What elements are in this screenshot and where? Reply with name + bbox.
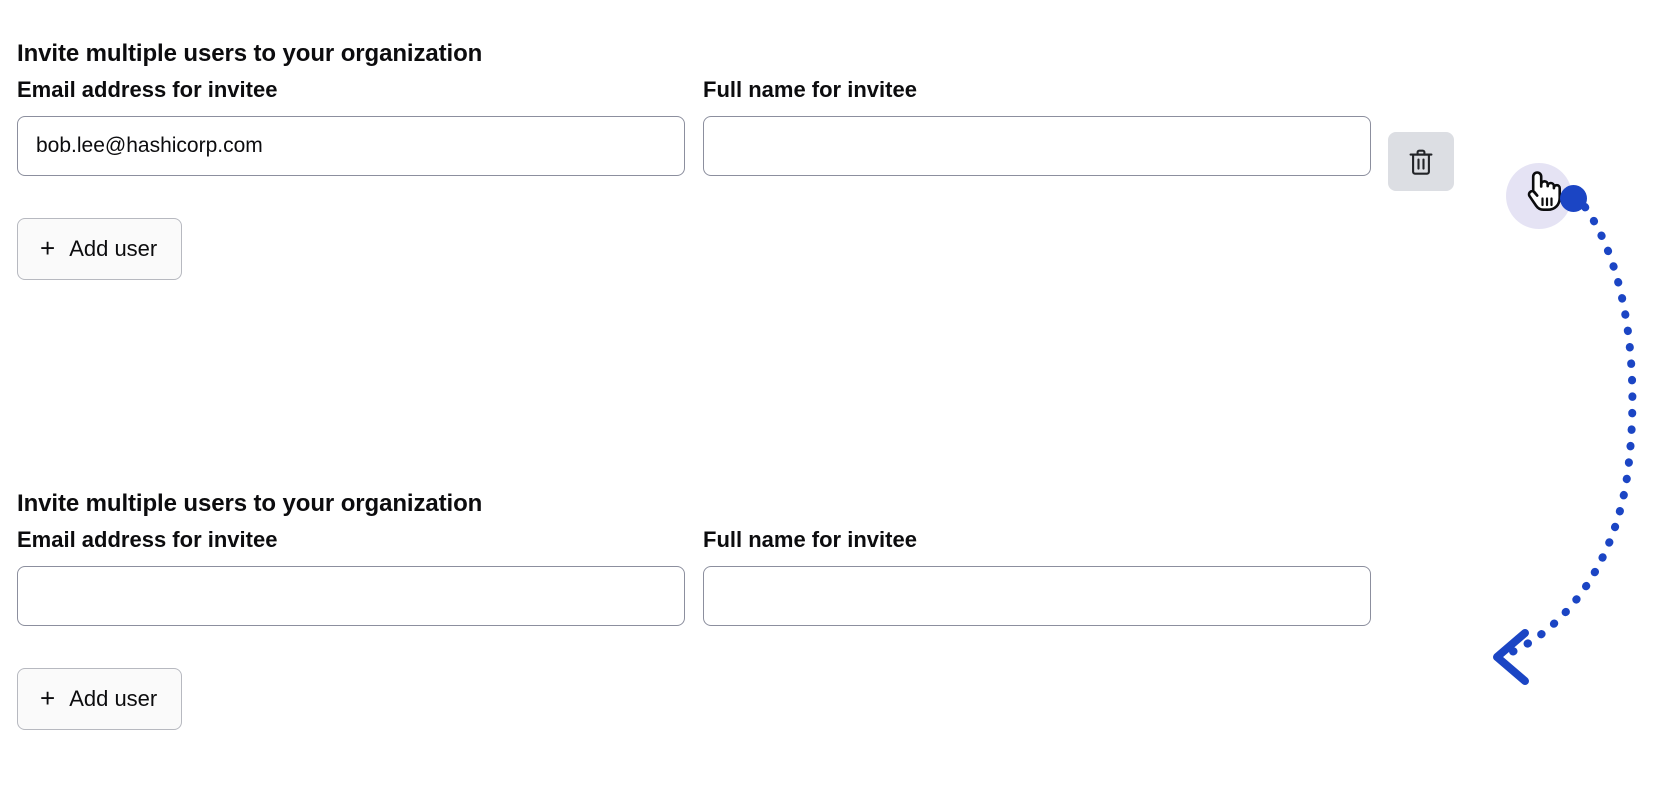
fullname-field-group-2: Full name for invitee bbox=[703, 526, 1371, 626]
email-field-label: Email address for invitee bbox=[17, 77, 278, 102]
fullname-field-group-1: Full name for invitee bbox=[703, 76, 1371, 176]
plus-icon: + bbox=[40, 683, 56, 713]
add-user-button-2[interactable]: + Add user bbox=[17, 668, 183, 730]
email-field-group-1: Email address for invitee bbox=[17, 76, 685, 176]
trash-icon bbox=[1408, 148, 1434, 176]
add-user-button-1[interactable]: + Add user bbox=[17, 218, 183, 280]
add-user-button-label-2: Add user bbox=[69, 686, 158, 711]
page-title: Invite multiple users to your organizati… bbox=[17, 39, 483, 67]
email-field-label-2: Email address for invitee bbox=[17, 527, 278, 552]
delete-invitee-button[interactable] bbox=[1388, 132, 1454, 191]
plus-icon: + bbox=[40, 233, 56, 263]
fullname-field-label: Full name for invitee bbox=[703, 77, 917, 102]
add-user-button-label: Add user bbox=[69, 236, 158, 261]
page-title-2: Invite multiple users to your organizati… bbox=[17, 489, 483, 517]
email-input-1[interactable] bbox=[17, 116, 685, 176]
fullname-input-2[interactable] bbox=[703, 566, 1371, 626]
email-input-2[interactable] bbox=[17, 566, 685, 626]
email-field-group-2: Email address for invitee bbox=[17, 526, 685, 626]
invitee-field-row-1: Email address for invitee Full name for … bbox=[0, 76, 1672, 196]
fullname-input-1[interactable] bbox=[703, 116, 1371, 176]
fullname-field-label-2: Full name for invitee bbox=[703, 527, 917, 552]
invitee-field-row-2: Email address for invitee Full name for … bbox=[0, 526, 1672, 646]
